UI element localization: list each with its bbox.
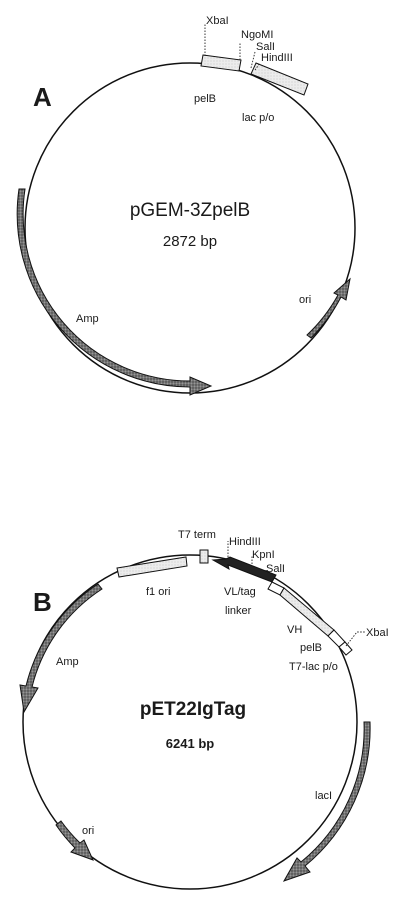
panel-a-pelb-label: pelB (194, 93, 216, 105)
panel-b-t7-term-box (199, 549, 209, 564)
panel-a-amp-arrow (16, 188, 213, 396)
panel-b-xbai-label: XbaI (366, 627, 389, 639)
panel-b-ori-arrow (55, 820, 94, 861)
panel-b-sall-label: SalI (266, 563, 285, 575)
panel-b-pelb-label: pelB (300, 642, 322, 654)
panel-b-laci-arrow (282, 721, 371, 882)
panel-a-letter: A (33, 82, 52, 112)
panel-b-vl-tag-label: VL/tag (224, 586, 256, 598)
panel-a-hindiii-leader (254, 62, 261, 71)
panel-b-t7-term-label: T7 term (178, 529, 216, 541)
panel-a-pelb-box (200, 54, 242, 72)
panel-a-xbal-label: XbaI (206, 15, 229, 27)
panel-b-plasmid-name: pET22IgTag (140, 699, 246, 720)
panel-a-ori-arrow (306, 277, 351, 339)
panel-b-f1-ori-box (116, 556, 188, 578)
panel-b-kpni-label: KpnI (252, 549, 275, 561)
panel-a-lac-po-box (250, 62, 309, 96)
panel-a-ori-label: ori (299, 294, 311, 306)
panel-b-amp-arrow (19, 583, 103, 714)
panel-a-hindiii-label: HindIII (261, 52, 293, 64)
panel-b-t7-lac-label: T7-lac p/o (289, 661, 338, 673)
panel-a-lac-po-label: lac p/o (242, 112, 274, 124)
panel-b-xbai-leader (345, 631, 365, 647)
panel-b-t7-lac-box (338, 641, 353, 656)
panel-b-linker-label: linker (225, 605, 252, 617)
panel-a-backbone (24, 62, 356, 394)
panel-b: B T7 term HindIII KpnI SalI f1 ori VL/ta… (19, 529, 389, 890)
panel-a-ngomi-label: NgoMI (241, 29, 273, 41)
panel-a-plasmid-name: pGEM-3ZpelB (130, 200, 250, 221)
panel-a-amp-label: Amp (76, 313, 99, 325)
panel-b-vh-label: VH (287, 624, 302, 636)
panel-b-letter: B (33, 587, 52, 617)
panel-b-plasmid-size: 6241 bp (166, 736, 214, 751)
panel-a-plasmid-size: 2872 bp (163, 233, 217, 250)
panel-b-laci-label: lacI (315, 790, 332, 802)
panel-b-vl-tag-arrow (211, 556, 277, 583)
panel-b-backbone (22, 554, 358, 890)
panel-b-f1-ori-label: f1 ori (146, 586, 170, 598)
panel-b-ori-label: ori (82, 825, 94, 837)
panel-a: A XbaI NgoMI SalI HindIII pelB lac p/o A… (16, 15, 356, 396)
panel-b-amp-label: Amp (56, 656, 79, 668)
panel-a-sall-label: SalI (256, 41, 275, 53)
panel-b-hindiii-label: HindIII (229, 536, 261, 548)
